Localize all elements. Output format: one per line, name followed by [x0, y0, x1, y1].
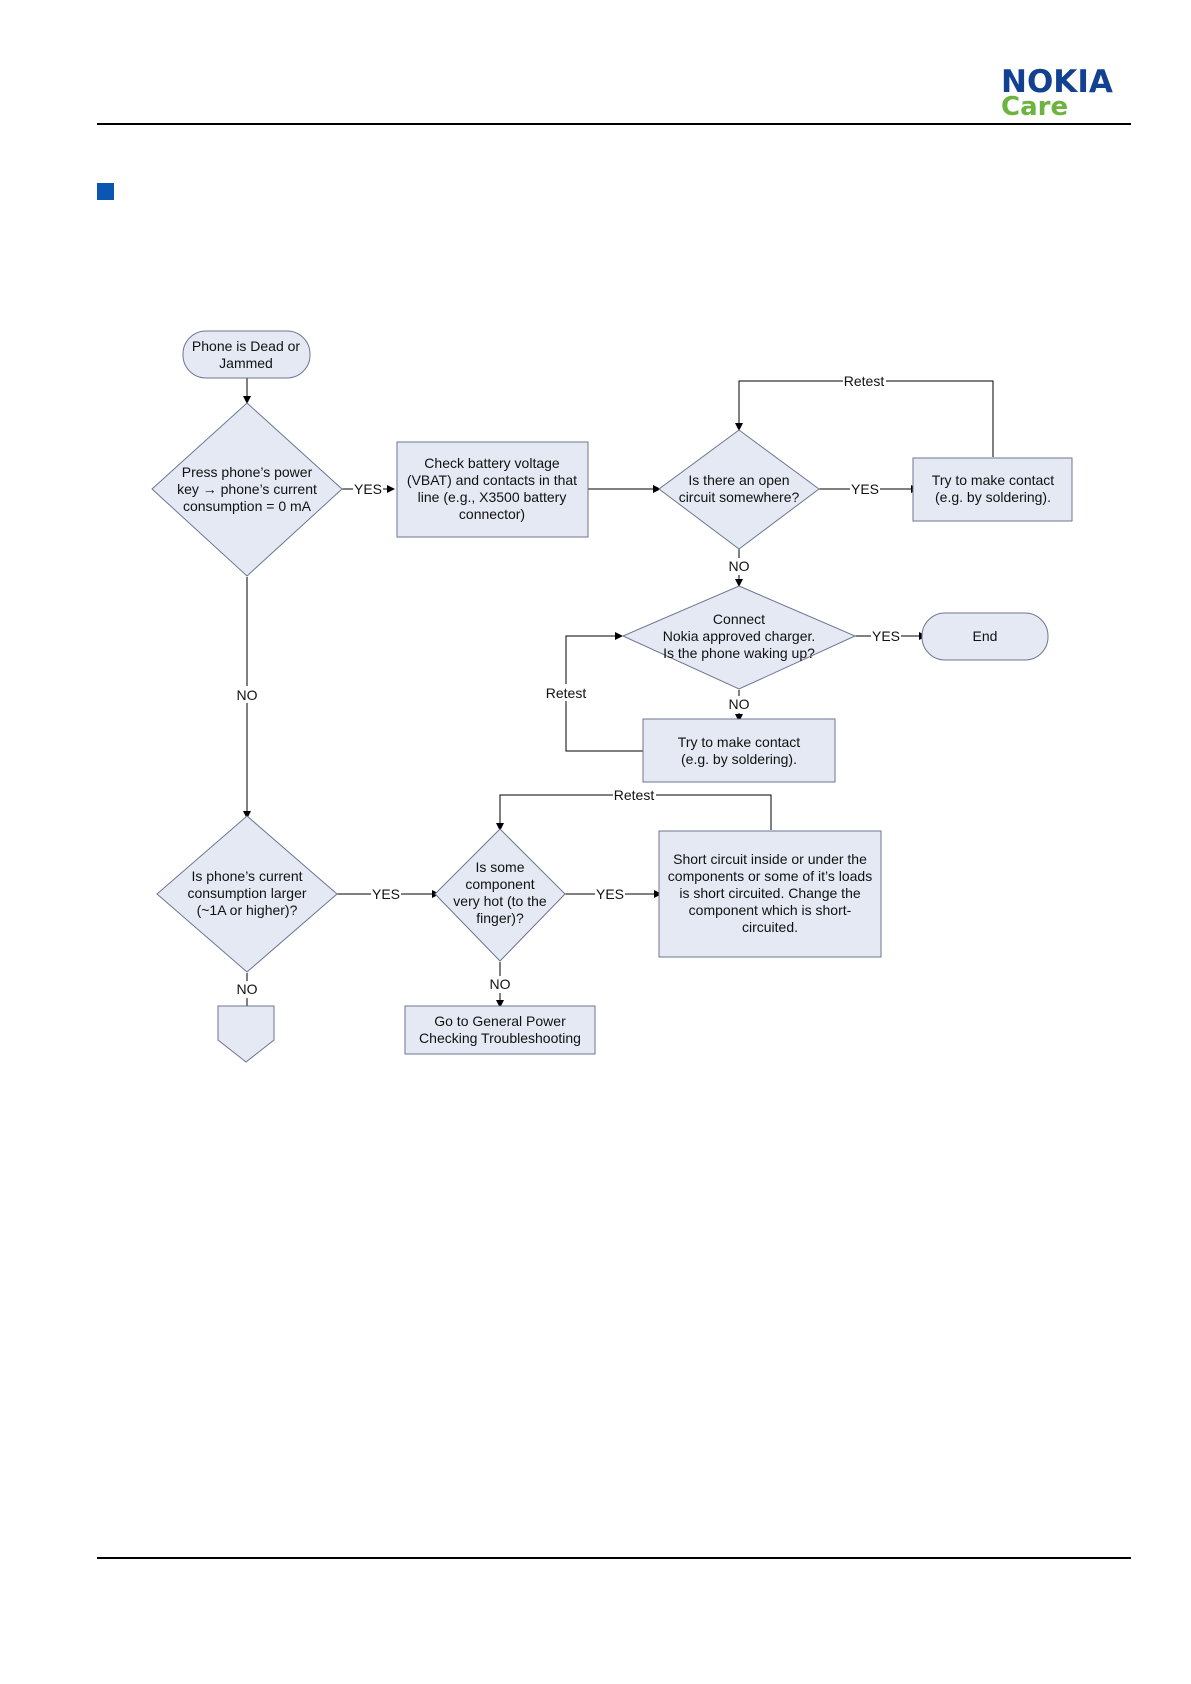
start-line-1: Phone is Dead or [192, 338, 301, 354]
label-retest-3: Retest [614, 787, 655, 803]
label-yes-current: YES [372, 886, 400, 902]
end-label: End [973, 628, 998, 644]
label-no-hot: NO [490, 976, 511, 992]
label-yes-power: YES [354, 481, 382, 497]
current-large-line-3: (~1A or higher)? [197, 902, 298, 918]
label-no-open-circuit: NO [729, 558, 750, 574]
general-power-line-1: Go to General Power [434, 1013, 566, 1029]
make-contact-2-line-2: (e.g. by soldering). [681, 751, 797, 767]
charger-line-3: Is the phone waking up? [663, 645, 815, 661]
process-general-power: Go to General Power Checking Troubleshoo… [404, 1005, 596, 1055]
short-circuit-line-1: Short circuit inside or under the [673, 851, 867, 867]
decision-charger: Connect Nokia approved charger. Is the p… [621, 585, 857, 690]
short-circuit-line-4: component which is short- [689, 902, 852, 918]
charger-line-1: Connect [713, 611, 765, 627]
make-contact-2-line-1: Try to make contact [678, 734, 801, 750]
process-check-battery: Check battery voltage (VBAT) and contact… [396, 441, 589, 538]
process-make-contact-2: Try to make contact (e.g. by soldering). [642, 718, 836, 783]
process-make-contact-1: Try to make contact (e.g. by soldering). [912, 457, 1073, 522]
label-yes-charger: YES [872, 628, 900, 644]
check-battery-line-2: (VBAT) and contacts in that [407, 472, 577, 488]
label-no-power: NO [237, 687, 258, 703]
section-bullet-icon [97, 183, 114, 200]
decision-current-large: Is phone’s current consumption larger (~… [156, 815, 338, 973]
label-yes-open-circuit: YES [851, 481, 879, 497]
check-battery-line-1: Check battery voltage [424, 455, 560, 471]
header-divider [97, 123, 1131, 125]
component-hot-line-4: finger)? [476, 910, 524, 926]
label-yes-hot: YES [596, 886, 624, 902]
current-large-line-1: Is phone’s current [191, 868, 302, 884]
component-hot-line-3: very hot (to the [453, 893, 547, 909]
component-hot-line-1: Is some [475, 859, 524, 875]
make-contact-1-line-2: (e.g. by soldering). [935, 489, 1051, 505]
power-key-line-2: key → phone’s current [177, 481, 317, 497]
edge-labels: YES YES Retest NO YES NO Retest Retest N… [233, 372, 901, 998]
process-short-circuit: Short circuit inside or under the compon… [658, 830, 882, 958]
make-contact-1-line-1: Try to make contact [932, 472, 1055, 488]
current-large-line-2: consumption larger [187, 885, 306, 901]
short-circuit-line-3: is short circuited. Change the [679, 885, 861, 901]
power-key-line-1: Press phone’s power [182, 464, 313, 480]
open-circuit-line-2: circuit somewhere? [679, 489, 800, 505]
check-battery-line-4: connector) [459, 506, 525, 522]
off-page-connector [217, 1005, 275, 1063]
general-power-line-2: Checking Troubleshooting [419, 1030, 581, 1046]
component-hot-line-2: component [465, 876, 534, 892]
label-retest-1: Retest [844, 373, 885, 389]
short-circuit-line-2: components or some of it’s loads [668, 868, 872, 884]
nokia-logo: NOKIA [1001, 64, 1113, 100]
short-circuit-line-5: circuited. [742, 919, 798, 935]
power-key-line-3: consumption = 0 mA [183, 498, 312, 514]
end-terminator: End [921, 612, 1049, 661]
charger-line-2: Nokia approved charger. [663, 628, 816, 644]
label-no-current: NO [237, 981, 258, 997]
footer-divider [97, 1557, 1131, 1559]
label-retest-2: Retest [546, 685, 587, 701]
start-line-2: Jammed [219, 355, 273, 371]
decision-open-circuit: Is there an open circuit somewhere? [658, 429, 820, 550]
check-battery-line-3: line (e.g., X3500 battery [418, 489, 567, 505]
decision-power-key: Press phone’s power key → phone’s curren… [151, 402, 343, 577]
decision-component-hot: Is some component very hot (to the finge… [434, 828, 566, 962]
start-terminator: Phone is Dead or Jammed [182, 330, 311, 379]
open-circuit-line-1: Is there an open [688, 472, 789, 488]
care-logo: Care [1001, 92, 1069, 122]
label-no-charger: NO [729, 696, 750, 712]
